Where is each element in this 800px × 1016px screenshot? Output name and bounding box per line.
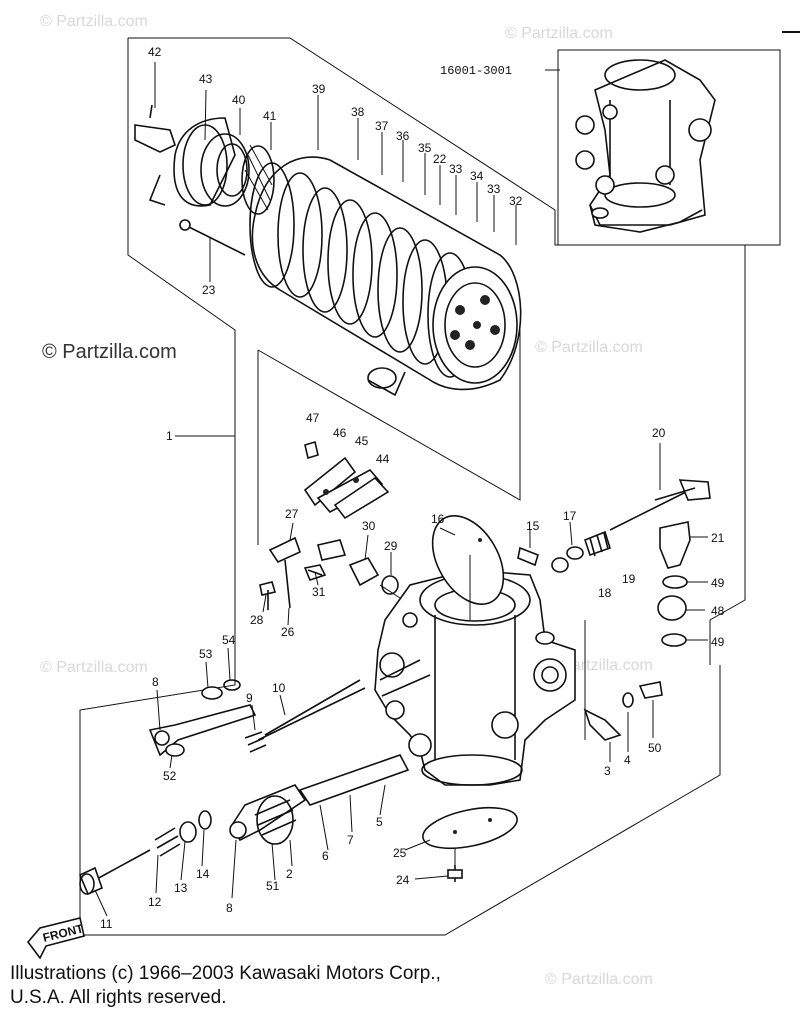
callouts: 42 43 40 41 39 38 37 36 35 22 33 34 33 3… [100, 45, 725, 931]
callout: 28 [250, 613, 264, 627]
front-arrow-badge: FRONT [26, 917, 85, 960]
callout: 46 [333, 426, 347, 440]
bracket-parts [583, 681, 663, 741]
callout: 44 [376, 452, 390, 466]
callout: 43 [199, 72, 213, 86]
callout: 34 [470, 169, 484, 183]
callout: 37 [375, 119, 389, 133]
callout: 9 [246, 691, 253, 705]
callout: 29 [384, 539, 398, 553]
callout: 41 [263, 109, 277, 123]
callout: 38 [351, 105, 365, 119]
assembly-boundary [79, 37, 746, 936]
callout: 51 [266, 879, 280, 893]
callout: 23 [202, 283, 216, 297]
callout: 7 [347, 833, 354, 847]
callout: 8 [226, 901, 233, 915]
shaft-assembly-upper [259, 536, 401, 610]
lever-shaft [148, 679, 366, 757]
callout: 25 [393, 846, 407, 860]
callout: 5 [376, 815, 383, 829]
callout: 53 [199, 647, 213, 661]
callout: 3 [604, 764, 611, 778]
watermark: © Partzilla.com [545, 971, 653, 988]
callout: 30 [362, 519, 376, 533]
callout: 17 [563, 509, 577, 523]
watermark: © Partzilla.com [505, 25, 613, 42]
callout: 21 [711, 531, 725, 545]
callout: 35 [418, 141, 432, 155]
leader-lines [94, 62, 708, 917]
callout: 18 [598, 586, 612, 600]
callout: 33 [449, 162, 463, 176]
watermark: © Partzilla.com [40, 13, 148, 30]
callout: 16 [431, 512, 445, 526]
assembly-inset [545, 49, 781, 246]
copyright-line-2: U.S.A. All rights reserved. [10, 987, 227, 1008]
callout: 50 [648, 741, 662, 755]
callout: 52 [163, 769, 177, 783]
copyright-line-1: Illustrations (c) 1966–2003 Kawasaki Mot… [10, 963, 441, 984]
callout: 15 [526, 519, 540, 533]
watermarks: © Partzilla.com © Partzilla.com © Partzi… [40, 13, 653, 988]
bottom-gasket [422, 806, 518, 882]
lower-shaft [78, 754, 410, 896]
callout: 47 [306, 411, 320, 425]
callout: 22 [433, 152, 447, 166]
cover-parts [134, 104, 275, 256]
callout: 14 [196, 867, 210, 881]
callout: 48 [711, 604, 725, 618]
callout: 39 [312, 82, 326, 96]
callout: 31 [312, 585, 326, 599]
callout: 1 [166, 429, 173, 443]
callout: 8 [152, 675, 159, 689]
copyright-notice: Illustrations (c) 1966–2003 Kawasaki Mot… [10, 962, 570, 1010]
watermark: © Partzilla.com [40, 659, 148, 676]
callout: 27 [285, 507, 299, 521]
diaphragm [431, 515, 505, 620]
callout: 6 [322, 849, 329, 863]
callout: 11 [100, 917, 113, 931]
right-fittings [517, 479, 711, 647]
assembly-part-number: 16001-3001 [440, 64, 512, 78]
callout: 26 [281, 625, 295, 639]
disc-stack [249, 156, 522, 397]
callout: 49 [711, 576, 725, 590]
pump-body [374, 569, 576, 786]
callout: 45 [355, 434, 369, 448]
callout: 20 [652, 426, 666, 440]
callout: 33 [487, 182, 501, 196]
callout: 2 [286, 867, 293, 881]
watermark-main: © Partzilla.com [42, 341, 177, 363]
callout: 32 [509, 194, 523, 208]
callout: 4 [624, 753, 631, 767]
callout: 24 [396, 873, 410, 887]
callout: 42 [148, 45, 162, 59]
callout: 49 [711, 635, 725, 649]
callout: 12 [148, 895, 162, 909]
callout: 40 [232, 93, 246, 107]
callout: 10 [272, 681, 286, 695]
watermark: © Partzilla.com [535, 339, 643, 356]
callout: 54 [222, 633, 236, 647]
callout: 36 [396, 129, 410, 143]
reed-valve [303, 440, 390, 520]
callout: 13 [174, 881, 188, 895]
callout: 19 [622, 572, 636, 586]
